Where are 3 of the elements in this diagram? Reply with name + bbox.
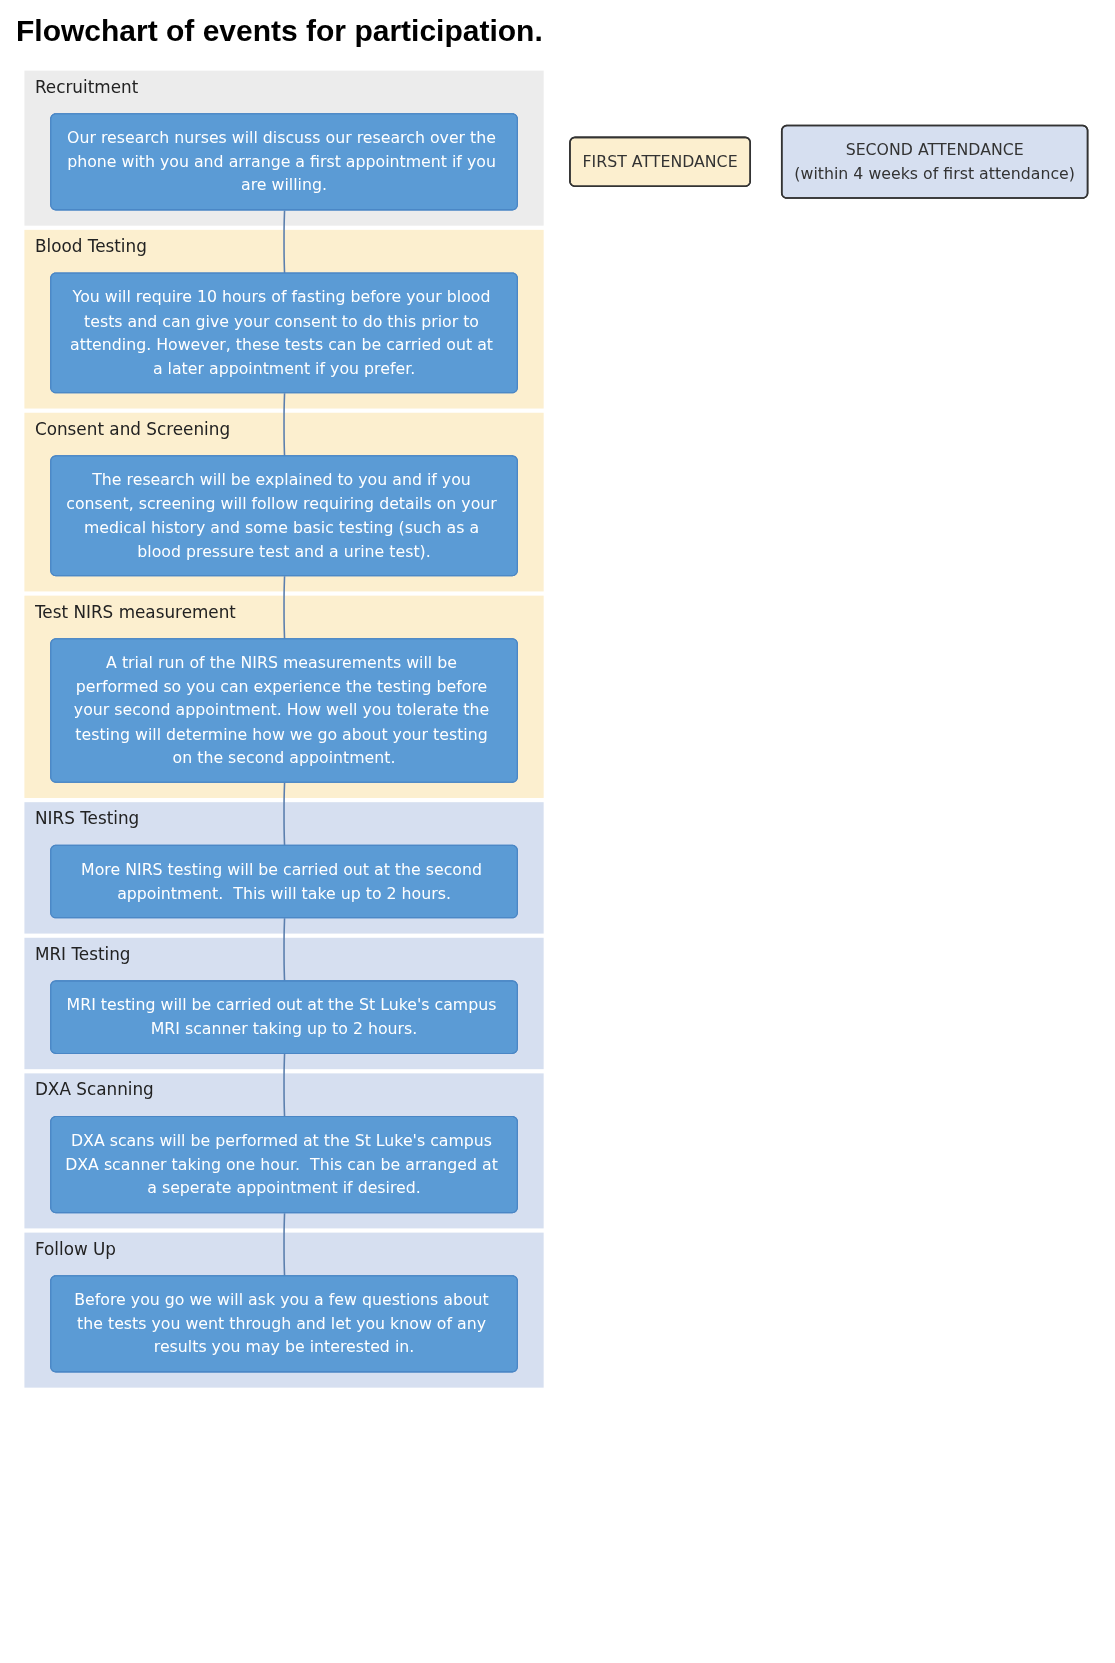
connector: [283, 1053, 286, 1118]
connector: [283, 781, 286, 847]
diagram-title: Flowchart of events for participation.: [16, 14, 544, 48]
